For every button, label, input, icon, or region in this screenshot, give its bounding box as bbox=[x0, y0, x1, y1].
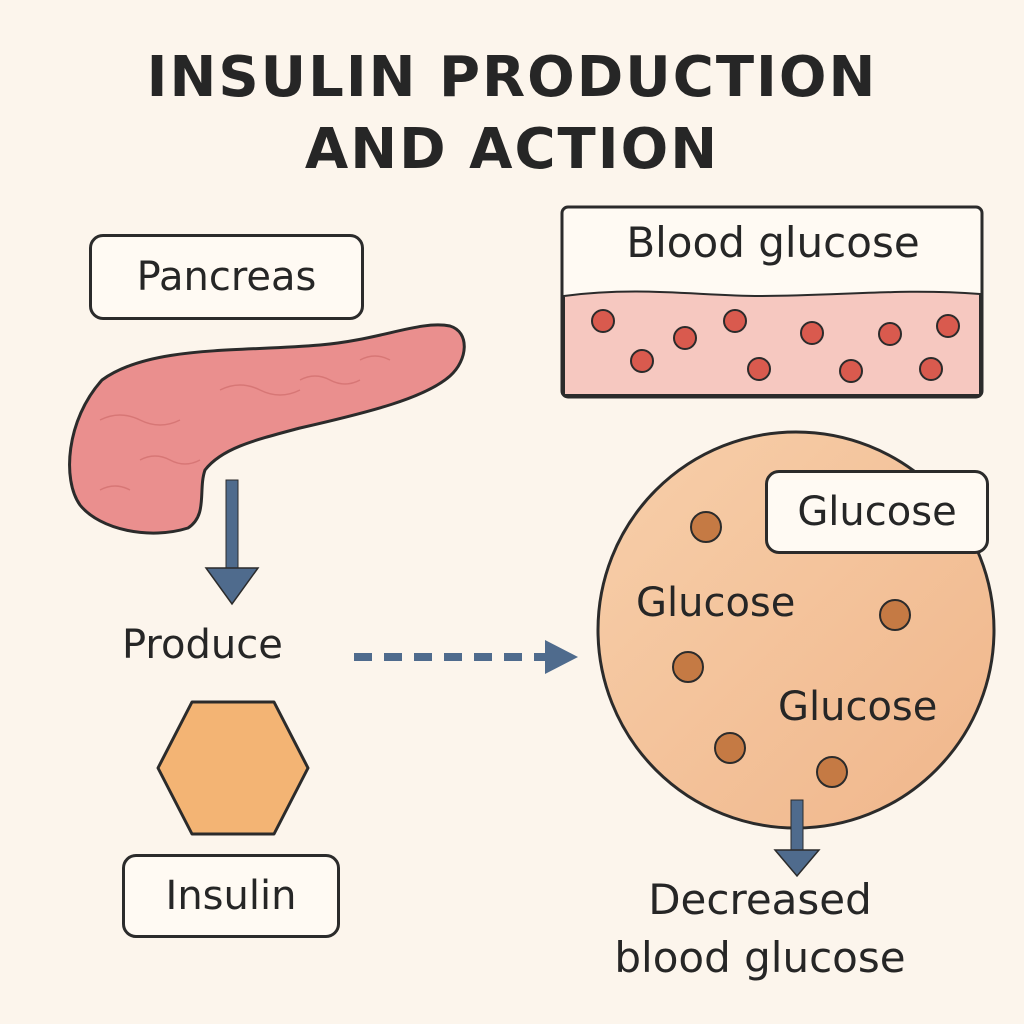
pancreas-texture bbox=[99, 355, 391, 491]
diagram-title-line1: INSULIN PRODUCTION bbox=[146, 45, 878, 110]
insulin-label: Insulin bbox=[122, 854, 340, 938]
cell-glucose-dots bbox=[672, 511, 911, 788]
pancreas-shape bbox=[68, 323, 466, 535]
pancreas-label: Pancreas bbox=[89, 234, 364, 320]
blood-glucose-dots bbox=[591, 309, 960, 383]
down-arrow-icon bbox=[204, 479, 260, 606]
dashed-arrow-icon bbox=[354, 640, 578, 674]
blood-vessel bbox=[560, 205, 984, 399]
result-down-arrow-icon bbox=[773, 799, 821, 878]
diagram-title-line2: AND ACTION bbox=[304, 117, 720, 182]
produce-label: Produce bbox=[122, 622, 283, 668]
cell-glucose-label-boxed: Glucose bbox=[765, 470, 989, 554]
cell-glucose-label: Glucose bbox=[636, 580, 796, 626]
blood-glucose-label: Blood glucose bbox=[626, 218, 920, 267]
cell-glucose-label: Glucose bbox=[778, 684, 938, 730]
result-label-line2: blood glucose bbox=[614, 933, 906, 982]
result-label-line1: Decreased bbox=[648, 875, 872, 924]
insulin-hexagon-icon bbox=[156, 700, 310, 836]
